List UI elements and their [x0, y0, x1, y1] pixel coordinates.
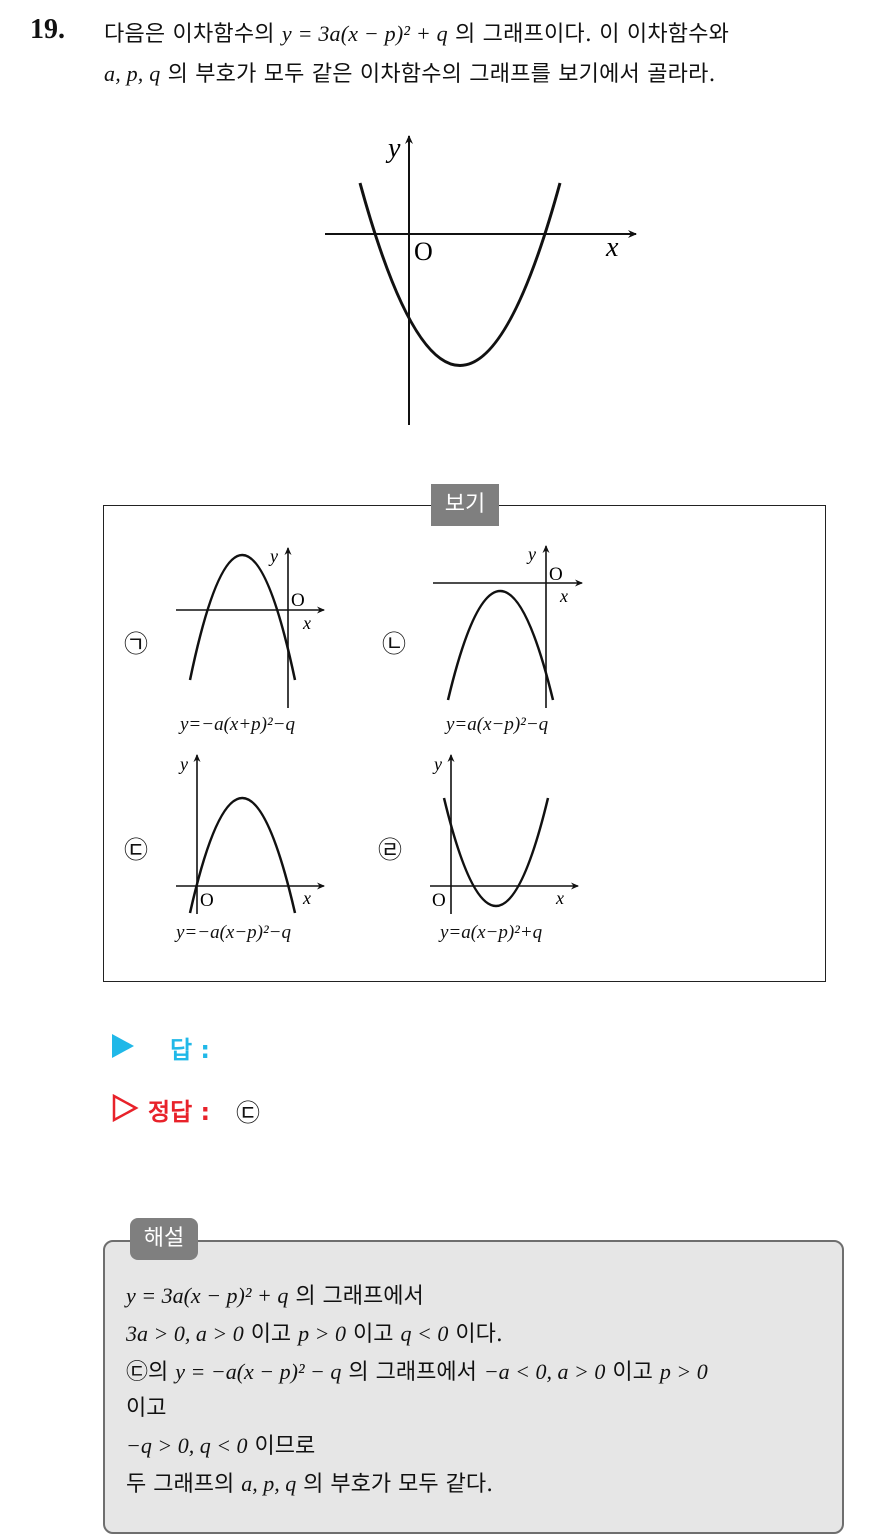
solution-line-1: y = 3a(x − p)² + q 의 그래프에서	[126, 1283, 424, 1309]
solution-line-6: 두 그래프의 a, p, q 의 부호가 모두 같다.	[126, 1471, 494, 1497]
svg-text:y: y	[178, 754, 188, 774]
bogi-graph-3: y x O	[176, 754, 325, 914]
svg-text:x: x	[555, 888, 564, 908]
svg-text:O: O	[200, 890, 214, 911]
bogi-marker-1: ㉠	[124, 630, 148, 658]
svg-text:O: O	[432, 890, 446, 911]
svg-text:O: O	[291, 590, 305, 611]
svg-text:y: y	[526, 544, 536, 564]
bogi-parabola-1	[188, 553, 297, 681]
svg-text:y: y	[432, 754, 442, 774]
bogi-graph-4: y x O	[430, 754, 579, 914]
bogi-graph-2: y x O	[433, 544, 583, 708]
bogi-caption-2: y=a(x−p)²−q	[446, 714, 549, 735]
question-line-1: 다음은 이차함수의 y = 3a(x − p)² + q 의 그래프이다. 이 …	[104, 21, 730, 47]
bogi-parabola-4	[442, 797, 550, 907]
bogi-parabola-3	[188, 797, 297, 914]
question-number: 19.	[30, 14, 65, 45]
solution-line-3: ㉢의 y = −a(x − p)² − q 의 그래프에서 −a < 0, a …	[126, 1359, 708, 1385]
svg-text:x: x	[302, 613, 311, 633]
solution-line-5: −q > 0, q < 0 이므로	[126, 1433, 316, 1459]
svg-text:y: y	[268, 546, 278, 566]
svg-text:O: O	[549, 564, 563, 585]
bogi-caption-3: y=−a(x−p)²−q	[176, 922, 292, 943]
answer-arrow-icon	[112, 1034, 134, 1058]
main-x-label: x	[605, 232, 619, 263]
solution-line-2: 3a > 0, a > 0 이고 p > 0 이고 q < 0 이다.	[126, 1321, 503, 1347]
main-origin-label: O	[414, 237, 433, 266]
bogi-marker-2: ㉡	[382, 630, 406, 658]
bogi-graph-1: y x O	[176, 546, 325, 708]
main-parabola	[358, 182, 562, 367]
bogi-marker-3: ㉢	[124, 836, 148, 864]
question-equation: y = 3a(x − p)² + q	[281, 21, 448, 46]
bogi-caption-4: y=a(x−p)²+q	[440, 922, 543, 943]
solution-box	[103, 1240, 844, 1534]
key-answer-label: 정답 :	[148, 1098, 211, 1126]
key-arrow-icon	[112, 1094, 139, 1122]
bogi-marker-4: ㉣	[378, 836, 402, 864]
solution-line-4: 이고	[126, 1396, 167, 1421]
answer-label: 답 :	[170, 1036, 211, 1064]
bogi-graphs: y x O y x O y x O y x O	[176, 544, 583, 914]
bogi-title: 보기	[431, 484, 499, 526]
key-answer-value: ㉢	[236, 1099, 260, 1127]
solution-title: 해설	[130, 1218, 198, 1260]
bogi-caption-1: y=−a(x+p)²−q	[180, 714, 296, 735]
svg-text:x: x	[559, 586, 568, 606]
bogi-parabola-2	[446, 590, 555, 701]
question-line-2: a, p, q 의 부호가 모두 같은 이차함수의 그래프를 보기에서 골라라.	[104, 61, 716, 87]
main-parabola-graph: y x O	[325, 133, 637, 425]
main-y-label: y	[385, 133, 401, 164]
svg-text:x: x	[302, 888, 311, 908]
